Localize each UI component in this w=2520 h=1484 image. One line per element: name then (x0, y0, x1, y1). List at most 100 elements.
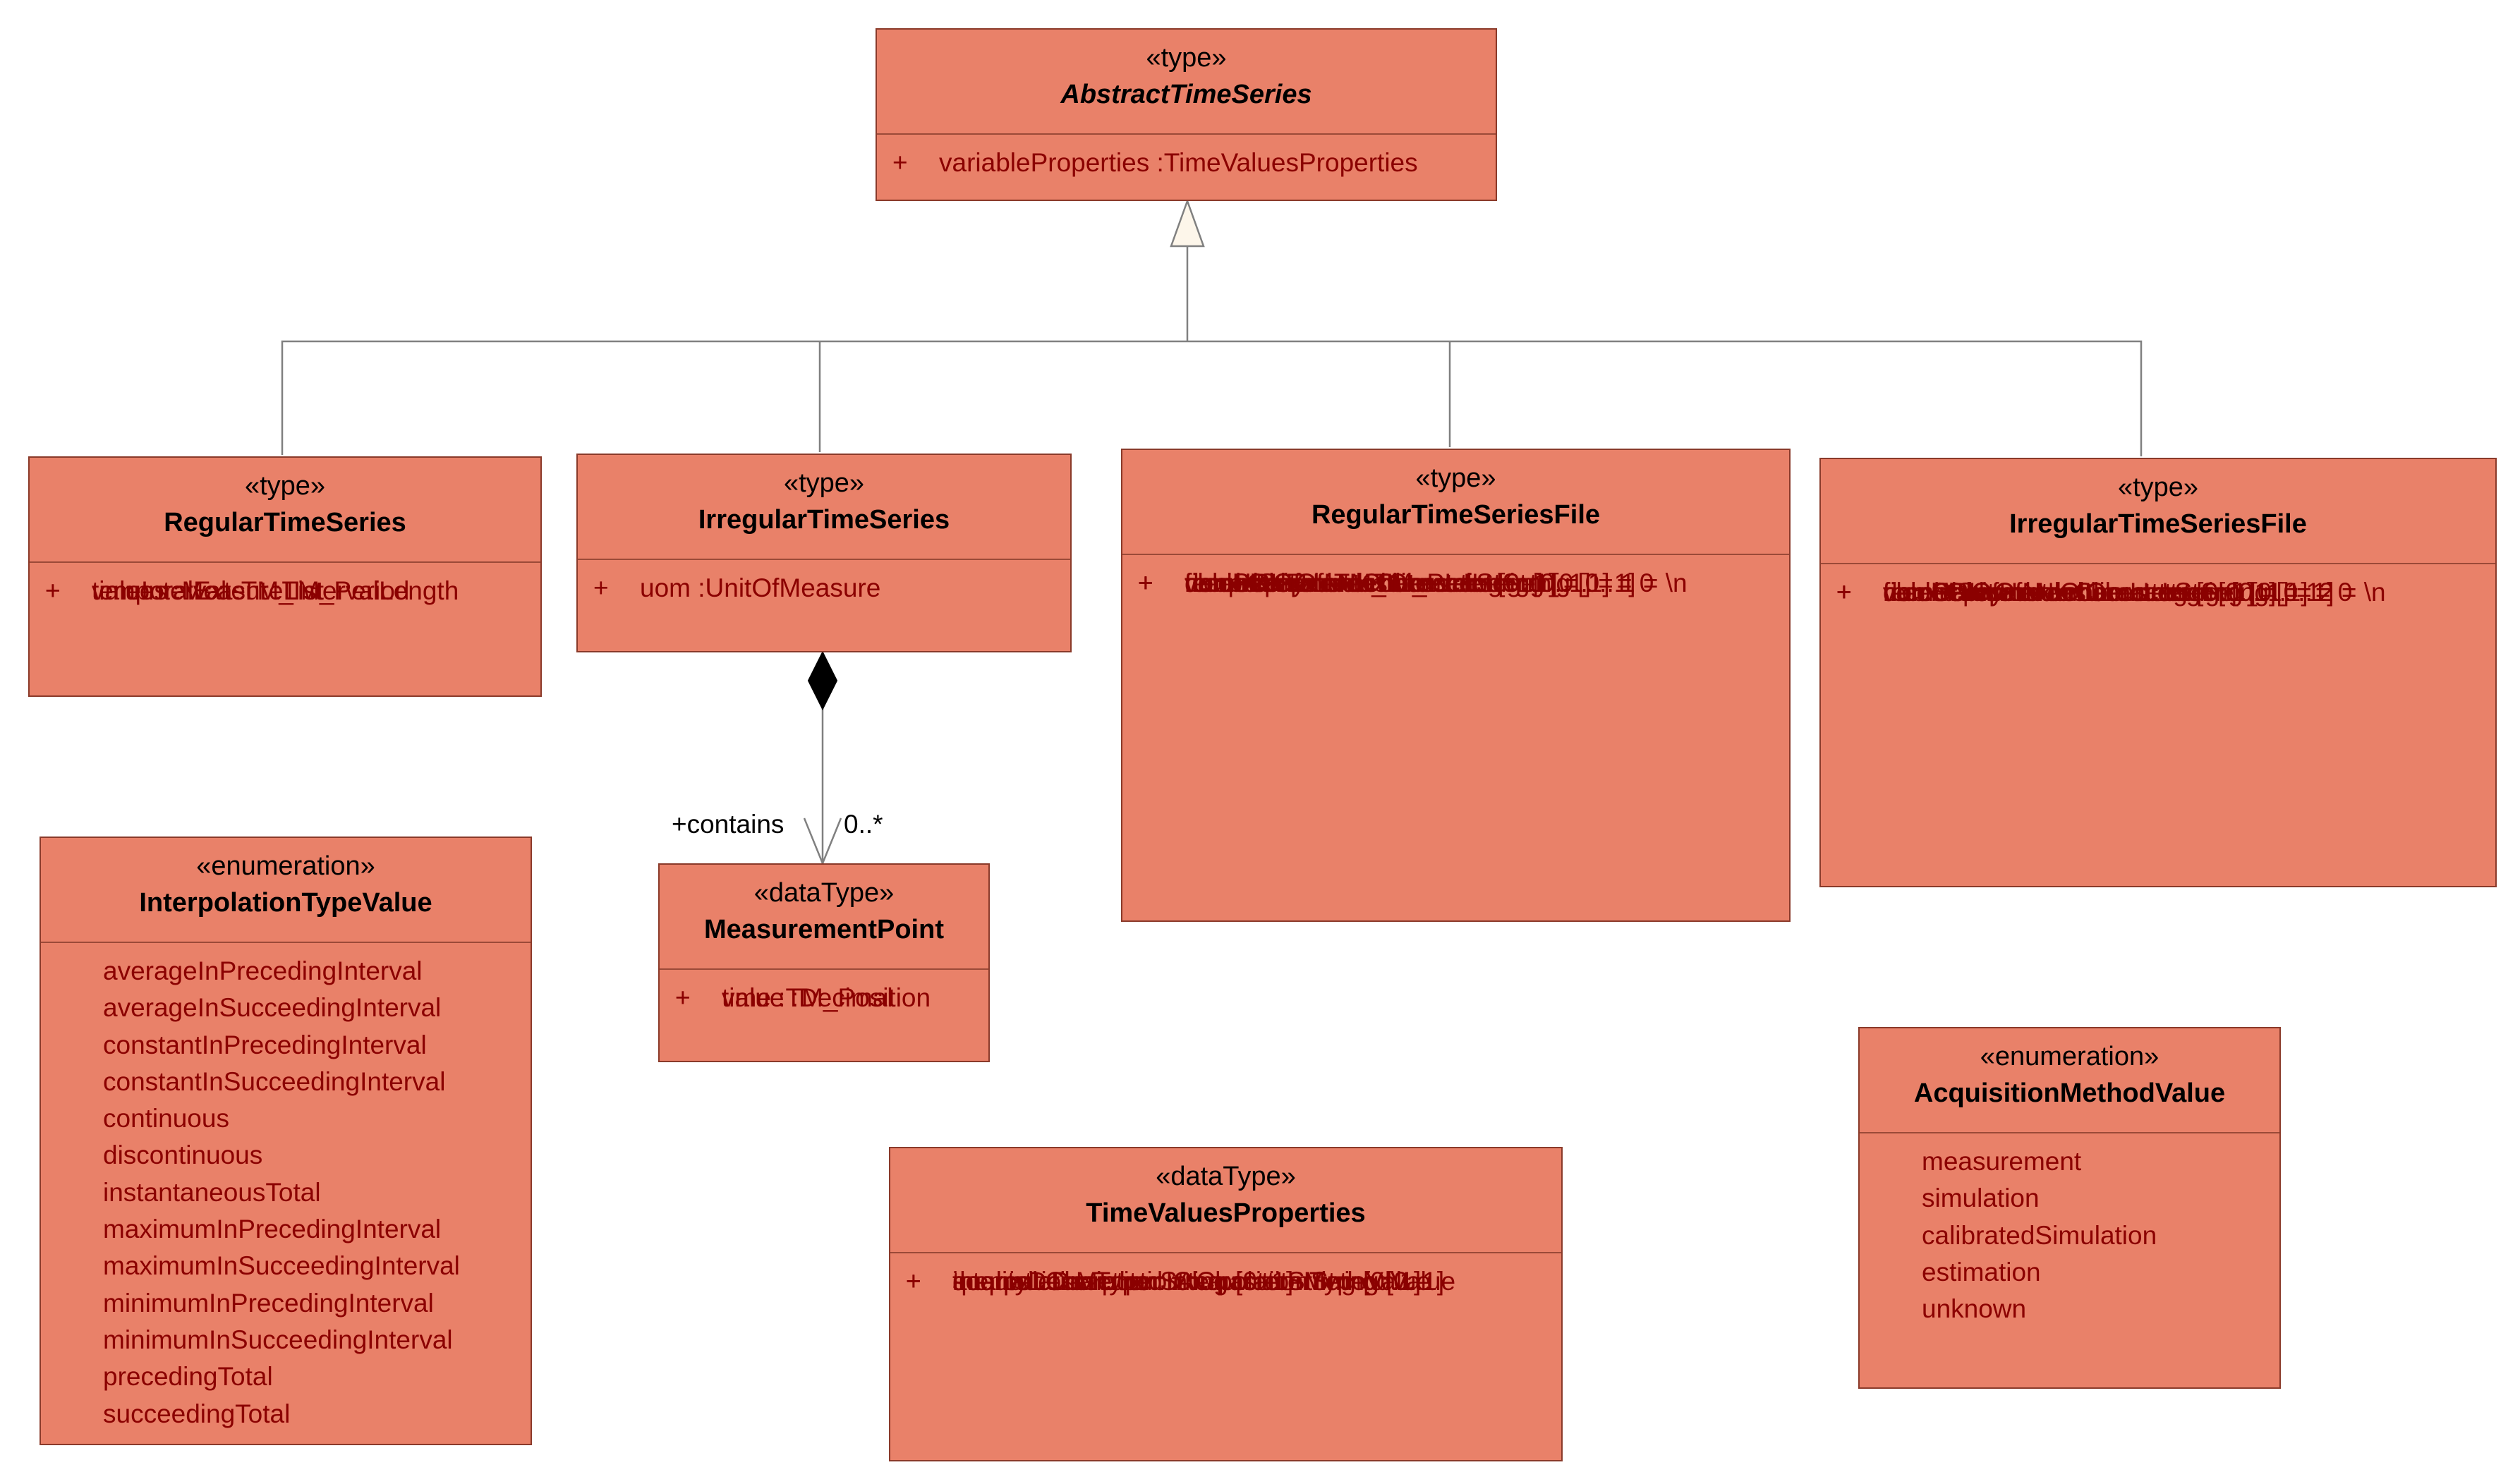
enum-literal: instantaneousTotal (103, 1177, 321, 1207)
attribute-text: values :MeasureList (92, 576, 325, 605)
visibility-marker: + (45, 576, 61, 605)
visibility-marker: + (1138, 568, 1153, 597)
class-name: MeasurementPoint (704, 915, 944, 944)
visibility-marker: + (906, 1267, 921, 1296)
class-time-values-properties[interactable]: «dataType» TimeValuesProperties + acquisi… (889, 1147, 1563, 1461)
visibility-marker: + (906, 1267, 921, 1296)
enum-literal: minimumInPrecedingInterval (103, 1288, 434, 1318)
visibility-marker: + (45, 576, 61, 605)
visibility-marker: + (906, 1267, 921, 1296)
attribute-list: +time :TM_Position +value :Decimal (660, 970, 988, 1012)
visibility-marker: + (1138, 568, 1153, 597)
attribute-text: source :CharacterString [0..1] (952, 1267, 1294, 1296)
generalization-line-irregular-time-series-file (1187, 340, 2143, 456)
visibility-marker: + (1138, 568, 1153, 597)
attribute-text: numberOfHeaderLines :Integer [0..1] = 0 (1185, 568, 1654, 597)
visibility-marker: + (1836, 578, 1852, 607)
stereotype-label: «enumeration» (1980, 1042, 2159, 1071)
class-header: «type» IrregularTimeSeriesFile (1821, 459, 2495, 564)
attribute-text: fieldSeparator :CharacterString (1883, 578, 2243, 607)
enum-literal: minimumInSucceedingInterval (103, 1325, 453, 1354)
generalization-line-regular-time-series (281, 340, 1187, 455)
class-name: RegularTimeSeries (164, 508, 406, 537)
attribute-list: +uom :UnitOfMeasure +file :URI +numberOf… (1821, 564, 2495, 607)
class-regular-time-series[interactable]: «type» RegularTimeSeries + temporalExten… (28, 456, 542, 697)
enum-literal: precedingTotal (103, 1362, 273, 1392)
class-irregular-time-series-file[interactable]: «type» IrregularTimeSeriesFile + uom :Uni… (1819, 458, 2497, 887)
attribute-list: + temporalExtent :TM_Period + timeInterv… (30, 563, 540, 605)
visibility-marker: + (892, 148, 908, 177)
class-header: «type» IrregularTimeSeries (578, 455, 1070, 560)
visibility-marker: + (1836, 578, 1852, 607)
stereotype-label: «type» (244, 471, 326, 501)
enum-literal: averageInPrecedingInterval (103, 956, 423, 985)
attribute-text: timeColumnNumber :Integer [0..1] = 1 (1883, 578, 2321, 607)
enum-literal: simulation (1922, 1184, 2040, 1213)
enum-literal: calibratedSimulation (1922, 1220, 2157, 1250)
attribute-text: timeInterval :TM_IntervalLength (92, 576, 459, 605)
stereotype-label: «enumeration» (196, 851, 375, 881)
visibility-marker: + (1836, 578, 1852, 607)
attribute-text: valueColumnNumber :Integer [0..1] = 2 (1883, 578, 2334, 607)
attribute-list: + acquisitionMethod :AcquisitionMethodVal… (890, 1253, 1561, 1296)
class-regular-time-series-file[interactable]: «type» RegularTimeSeriesFile + uom :UnitO… (1121, 449, 1791, 922)
stereotype-label: «type» (783, 468, 865, 498)
enum-literal: measurement (1922, 1147, 2082, 1176)
class-name: TimeValuesProperties (1086, 1198, 1366, 1228)
attribute-text: timeInterval :TM_IntervalLength (1185, 568, 1552, 597)
stereotype-label: «type» (1415, 463, 1496, 493)
class-header: «enumeration» InterpolationTypeValue (41, 838, 531, 943)
composition-diamond (807, 650, 838, 711)
class-header: «enumeration» AcquisitionMethodValue (1860, 1028, 2279, 1133)
enumeration-interpolation-type-value[interactable]: «enumeration» InterpolationTypeValue ave… (40, 837, 532, 1445)
class-measurement-point[interactable]: «dataType» MeasurementPoint +time :TM_Po… (658, 863, 990, 1062)
attribute-text: variableProperties :TimeValuesProperties (939, 148, 1418, 177)
visibility-marker: + (1836, 578, 1852, 607)
enum-literal: discontinuous (103, 1141, 263, 1170)
visibility-marker: + (906, 1267, 921, 1296)
stereotype-label: «dataType» (753, 878, 895, 908)
attribute-list: + uom :UnitOfMeasure (578, 560, 1070, 602)
attribute-text: uom :UnitOfMeasure (1883, 578, 2124, 607)
class-header: «type» RegularTimeSeries (30, 458, 540, 563)
visibility-marker: + (593, 573, 609, 602)
attribute-text: file :URI (1185, 568, 1278, 597)
attribute-text: recordSeparator :CharacterString [0..1] … (1883, 578, 2386, 607)
enum-literal: constantInSucceedingInterval (103, 1066, 446, 1096)
enumeration-acquisition-method-value[interactable]: «enumeration» AcquisitionMethodValue mea… (1858, 1027, 2281, 1389)
class-abstract-time-series[interactable]: «type» AbstractTimeSeries + variableProp… (876, 28, 1497, 201)
class-header: «dataType» TimeValuesProperties (890, 1148, 1561, 1253)
enum-literal: constantInPrecedingInterval (103, 1030, 427, 1059)
literal-list: measurement simulation calibratedSimulat… (1860, 1133, 2279, 1334)
visibility-marker: + (1138, 568, 1153, 597)
enum-literal: maximumInPrecedingInterval (103, 1215, 442, 1244)
visibility-marker: + (1138, 568, 1153, 597)
attribute-text: temporalExtent :TM_Period (92, 576, 410, 605)
visibility-marker: + (1138, 568, 1153, 597)
stereotype-label: «type» (2117, 473, 2199, 502)
class-header: «dataType» MeasurementPoint (660, 865, 988, 970)
class-name: IrregularTimeSeriesFile (2009, 509, 2307, 539)
enum-literal: estimation (1922, 1257, 2041, 1287)
visibility-marker: + (675, 983, 691, 1012)
literal-list: averageInPrecedingInterval averageInSucc… (41, 943, 531, 1440)
visibility-marker: + (906, 1267, 921, 1296)
class-header: «type» RegularTimeSeriesFile (1122, 450, 1789, 555)
visibility-marker: + (1138, 568, 1153, 597)
class-irregular-time-series[interactable]: «type» IrregularTimeSeries + uom :UnitOf… (576, 454, 1072, 652)
stereotype-label: «dataType» (1156, 1162, 1296, 1191)
attribute-text: valueColumnNumber :Integer [0..1] = 1 (1185, 568, 1635, 597)
attribute-list: +uom :UnitOfMeasure +file :URI +temporal… (1122, 555, 1789, 597)
visibility-marker: + (1836, 578, 1852, 607)
enum-literal: maximumInSucceedingInterval (103, 1251, 460, 1281)
attribute-text: qualityDescription :CharacterString [0..… (952, 1267, 1422, 1296)
attribute-text: acquisitionMethod :AcquisitionMethodValu… (952, 1267, 1456, 1296)
visibility-marker: + (675, 983, 691, 1012)
enum-literal: succeedingTotal (103, 1399, 291, 1428)
attribute-text: numberOfHeaderLines :Integer [0..1] = 0 (1883, 578, 2353, 607)
attribute-text: value :Decimal (722, 983, 893, 1012)
attribute-text: uom :UnitOfMeasure (1185, 568, 1426, 597)
attribute-text: recordSeparator :CharacterString [0..1] … (1185, 568, 1688, 597)
class-name: IrregularTimeSeries (698, 505, 950, 535)
